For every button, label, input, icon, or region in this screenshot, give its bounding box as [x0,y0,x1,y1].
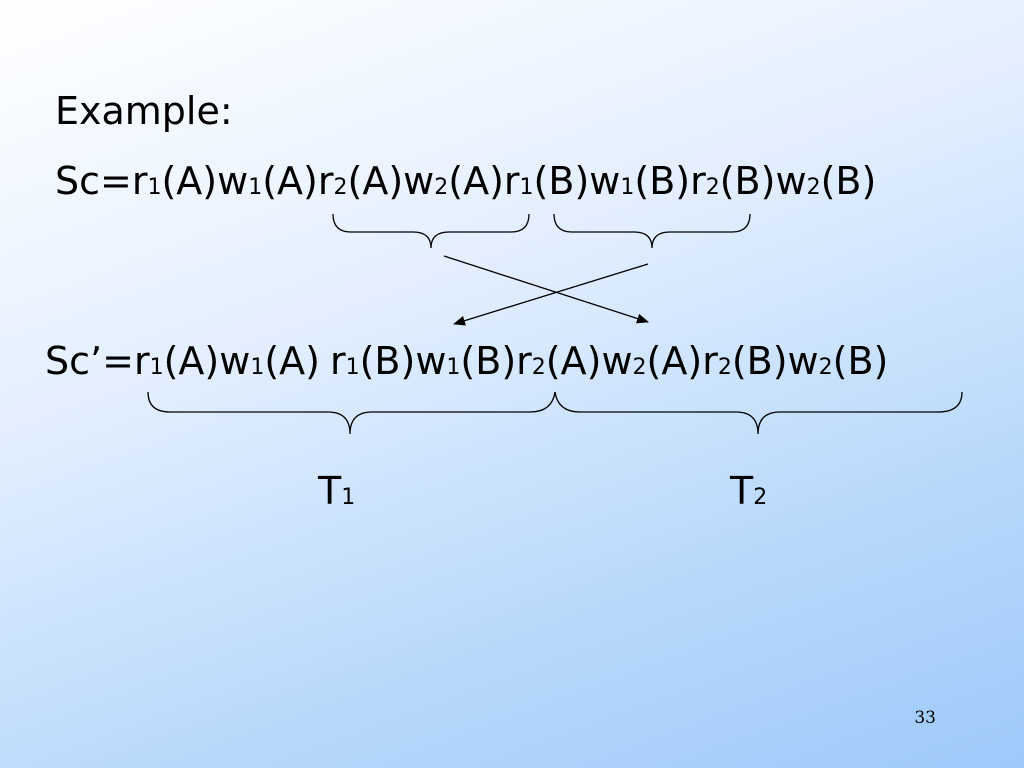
schedule-prefix: Sc’= [45,339,134,383]
brace-b-ops [553,213,751,249]
op-w1-a: w1(A) [219,339,320,383]
slide-heading: Example: [55,89,233,133]
brace-a-ops [332,213,530,249]
op-w1-b: w1(B) [589,159,691,203]
op-r2-a: r2(A) [317,159,404,203]
op-r1-a: r1(A) [131,159,218,203]
schedule-sc: Sc=r1(A)w1(A)r2(A)w2(A)r1(B)w1(B)r2(B)w2… [55,162,876,200]
schedule-sc-prime: Sc’=r1(A)w1(A)r1(B)w1(B)r2(A)w2(A)r2(B)w… [45,342,888,380]
schedule-prefix: Sc= [55,159,132,203]
op-w1-b: w1(B) [415,339,517,383]
op-w2-a: w2(A) [403,159,504,203]
op-r2-b: r2(B) [702,339,788,383]
op-r2-b: r2(B) [690,159,776,203]
transaction-label-t1: T1 [318,469,356,513]
swap-arrow-b-ops [453,263,649,326]
op-r1-a: r1(A) [133,339,220,383]
op-r1-b: r1(B) [329,339,416,383]
op-r1-b: r1(B) [503,159,590,203]
page-number: 33 [914,708,936,728]
transaction-label-t2: T2 [730,469,768,513]
op-w1-a: w1(A) [217,159,318,203]
op-r2-a: r2(A) [516,339,602,383]
op-w2-b: w2(B) [787,339,889,383]
op-w2-a: w2(A) [601,339,703,383]
swap-arrow-a-ops [443,255,649,324]
brace-t1 [147,391,556,435]
brace-t2 [554,391,963,435]
op-w2-b: w2(B) [775,159,877,203]
